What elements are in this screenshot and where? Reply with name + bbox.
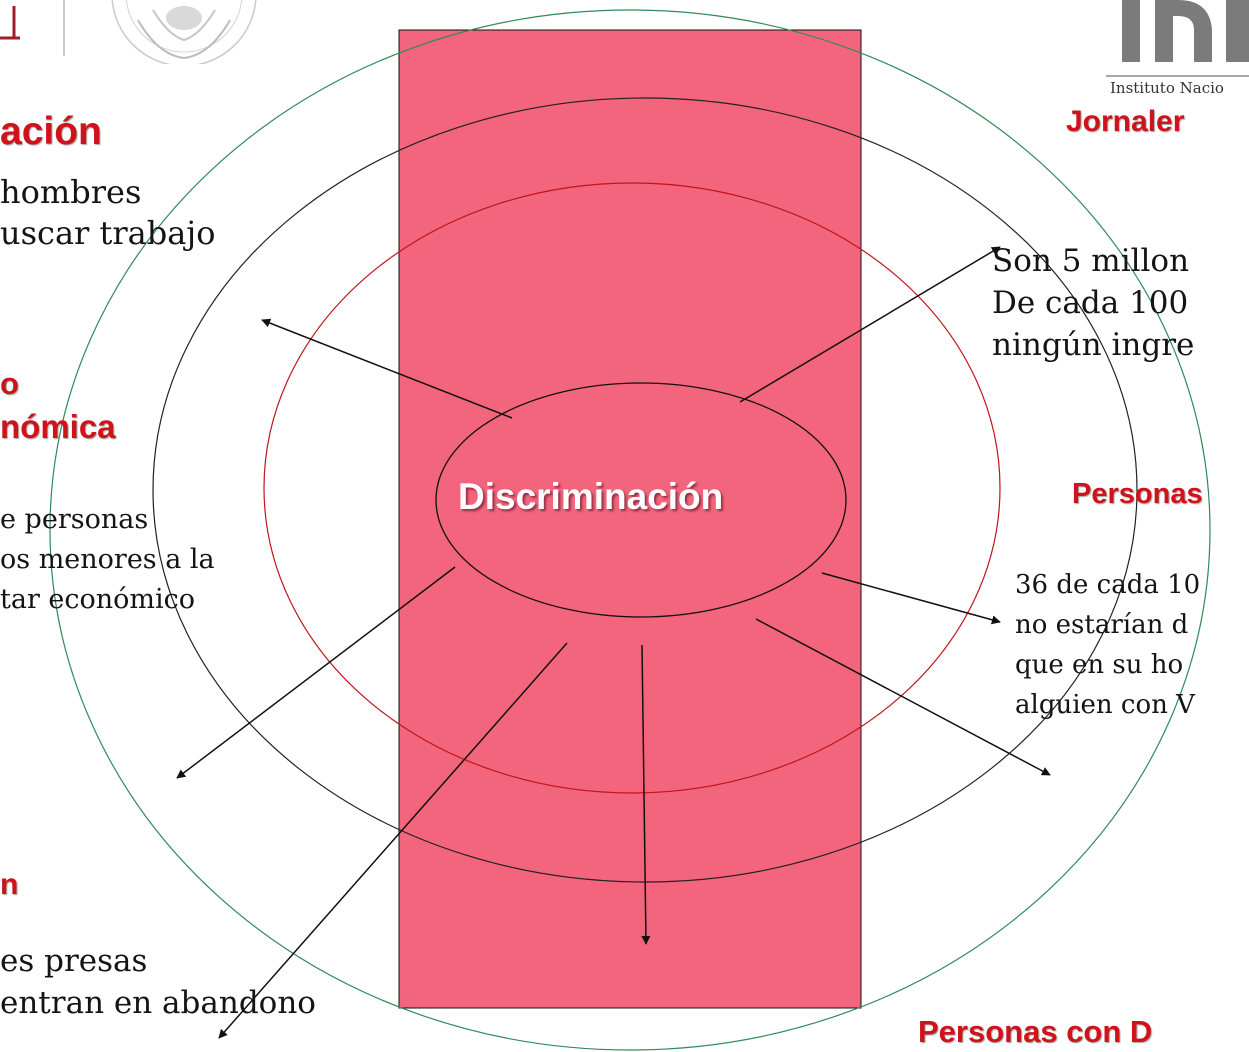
logo-subtitle: Instituto Nacio — [1110, 79, 1224, 97]
seal-icon — [111, 0, 257, 64]
center-label: Discriminación — [458, 476, 724, 517]
right-logo-icon — [1106, 0, 1249, 77]
seal — [98, 0, 274, 64]
right-section3-heading: Personas con D — [918, 1014, 1153, 1049]
left-section3-line1: es presas — [0, 943, 148, 979]
left-section1-heading: ación — [0, 110, 102, 153]
left-section1-line1: hombres — [0, 173, 142, 211]
left-section1-line2: uscar trabajo — [0, 214, 216, 252]
right-logo: Instituto Nacio — [1100, 0, 1249, 110]
right-section2-heading: Personas — [1072, 478, 1203, 510]
outer-ring — [49, 9, 1211, 1051]
arrow-right — [821, 572, 1001, 625]
left-section2-line3: tar económico — [0, 584, 196, 615]
right-section2-line3: que en su ho — [1015, 650, 1184, 680]
arrow-down — [641, 644, 651, 945]
right-section2-text: 36 de cada 10 no estarían d que en su ho… — [1015, 565, 1200, 725]
center-node — [435, 382, 847, 618]
right-section1-line1: Son 5 millon — [992, 243, 1190, 279]
left-section3-line2: entran en abandono — [0, 985, 316, 1021]
right-section1-line3: ningún ingre — [992, 327, 1195, 363]
arrow-left — [176, 566, 456, 779]
left-section2-line2: os menores a la — [0, 544, 215, 575]
left-section2-text: e personas os menores a la tar económico — [0, 500, 215, 620]
inner-ring — [263, 182, 1001, 794]
right-section1-heading: Jornaler — [1066, 105, 1185, 138]
institution-logo-icon — [0, 0, 65, 56]
right-section2-line4: alguien con V — [1015, 690, 1195, 720]
arrow-lower-right — [755, 618, 1051, 776]
arrow-lower-left — [218, 642, 568, 1039]
right-section2-line1: 36 de cada 10 — [1015, 570, 1201, 600]
right-section1-line2: De cada 100 — [992, 285, 1189, 321]
right-section1-text: Son 5 millon De cada 100 ningún ingre — [992, 240, 1194, 366]
left-section3-text: es presas entran en abandono — [0, 940, 316, 1024]
left-section2-heading-line1: o — [0, 366, 19, 401]
arrow-upper-right — [739, 246, 1001, 403]
left-section1-text: hombres uscar trabajo — [0, 172, 215, 254]
left-section3-heading: n — [0, 868, 19, 901]
left-section2-line1: e personas — [0, 504, 149, 535]
left-section2-heading-line2: nómica — [0, 408, 116, 445]
left-logo — [0, 0, 68, 56]
right-section2-line2: no estarían d — [1015, 610, 1189, 640]
arrow-upper-left — [261, 318, 513, 419]
